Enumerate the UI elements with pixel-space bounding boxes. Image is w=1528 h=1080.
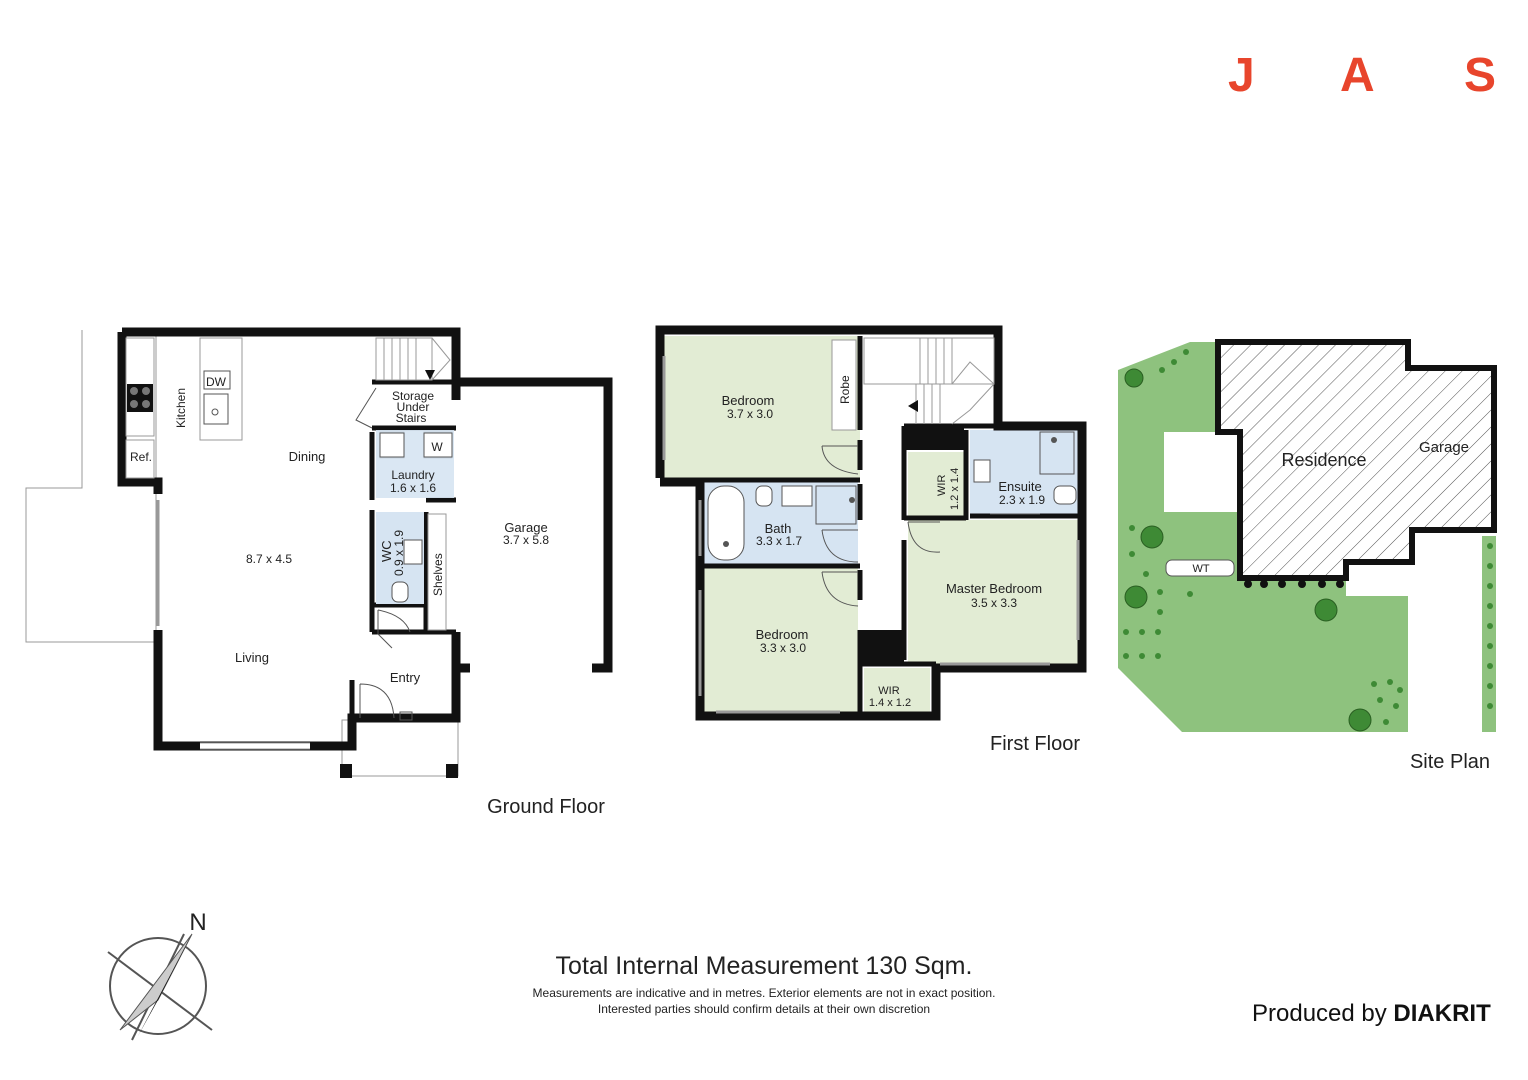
label-wir-dims: 1.2 x 1.4: [949, 468, 961, 510]
label-wc-dims: 0.9 x 1.9: [392, 530, 406, 576]
cooktop: [127, 384, 153, 412]
label-dw: DW: [206, 375, 227, 389]
label-wir: WIR: [936, 475, 948, 496]
stair-arrow-icon: [425, 370, 435, 380]
wir-small-fill: [864, 668, 930, 712]
compass-north-label: N: [189, 909, 206, 936]
label-living-dims: 8.7 x 4.5: [246, 552, 292, 566]
footer-note-2: Interested parties should confirm detail…: [597, 1002, 931, 1016]
robe-cupboard: [831, 339, 857, 431]
label-shelves: Shelves: [431, 553, 445, 596]
site-plan-title: Site Plan: [1410, 751, 1490, 773]
brand-letter-j: J: [1228, 49, 1255, 102]
label-ensuite-dims: 2.3 x 1.9: [999, 493, 1045, 507]
master-fill: [908, 520, 1078, 664]
label-wc: WC: [379, 540, 394, 562]
label-residence: Residence: [1281, 450, 1366, 470]
site-lawn: [1118, 342, 1408, 732]
label-wt: WT: [1192, 563, 1209, 575]
sink-icon: [203, 393, 229, 425]
label-bedroom-2: Bedroom: [756, 627, 809, 642]
label-storage-3: Stairs: [396, 411, 427, 425]
ground-floor-title: Ground Floor: [487, 796, 605, 818]
water-tank: [1165, 559, 1235, 577]
label-robe: Robe: [838, 375, 852, 404]
ground-floor-plan: [25, 327, 613, 778]
first-floor-plan: [655, 325, 1087, 721]
compass-icon: [107, 933, 213, 1041]
ground-stairs: [375, 337, 451, 381]
brand-letter-a: A: [1340, 49, 1375, 102]
label-laundry: Laundry: [391, 468, 434, 482]
label-site-garage: Garage: [1419, 439, 1469, 456]
label-bath-dims: 3.3 x 1.7: [756, 534, 802, 548]
label-garage-dims: 3.7 x 5.8: [503, 533, 549, 547]
porch-outline: [341, 719, 459, 777]
produced-by: Produced by DIAKRIT: [1252, 1000, 1491, 1028]
label-storage-1: Storage: [392, 389, 434, 403]
residence-footprint: [1215, 339, 1497, 581]
label-bedroom-2-dims: 3.3 x 3.0: [760, 641, 806, 655]
kitchen-island: [199, 337, 243, 441]
label-living: Living: [235, 650, 269, 665]
label-laundry-dims: 1.6 x 1.6: [390, 481, 436, 495]
label-bedroom-1-dims: 3.7 x 3.0: [727, 407, 773, 421]
label-bath: Bath: [765, 521, 792, 536]
label-w: W: [431, 440, 443, 454]
wir-fill: [908, 452, 964, 516]
label-dining: Dining: [289, 449, 326, 464]
bedroom-2-fill: [704, 568, 858, 712]
bedroom-1-fill: [664, 336, 860, 478]
brand-letter-s: S: [1464, 49, 1497, 102]
footer-note-1: Measurements are indicative and in metre…: [532, 986, 996, 1000]
label-storage-2: Under: [397, 400, 430, 414]
bathtub-icon: [707, 485, 745, 561]
stair-arrow-icon-first: [908, 400, 918, 412]
label-master: Master Bedroom: [946, 581, 1042, 596]
site-plan: [1118, 339, 1497, 732]
produced-brand: DIAKRIT: [1393, 1000, 1491, 1027]
total-measurement: Total Internal Measurement 130 Sqm.: [555, 952, 973, 980]
first-floor-title: First Floor: [990, 733, 1080, 755]
label-ensuite: Ensuite: [998, 479, 1041, 494]
label-garage: Garage: [504, 520, 547, 535]
label-ref: Ref.: [130, 450, 152, 464]
first-stairs: [863, 337, 995, 425]
label-wir-small-dims: 1.4 x 1.2: [869, 697, 911, 709]
kitchen-bench: [125, 337, 155, 437]
fridge: [125, 439, 155, 479]
label-kitchen: Kitchen: [174, 388, 188, 428]
label-bedroom-1: Bedroom: [722, 393, 775, 408]
garage-walls: [451, 377, 613, 673]
label-entry: Entry: [390, 670, 421, 685]
ground-floor-walls: [117, 327, 461, 751]
label-wir-small: WIR: [878, 685, 899, 697]
deck-outline: [25, 330, 157, 643]
label-master-dims: 3.5 x 3.3: [971, 596, 1017, 610]
produced-prefix: Produced by: [1252, 1000, 1394, 1027]
